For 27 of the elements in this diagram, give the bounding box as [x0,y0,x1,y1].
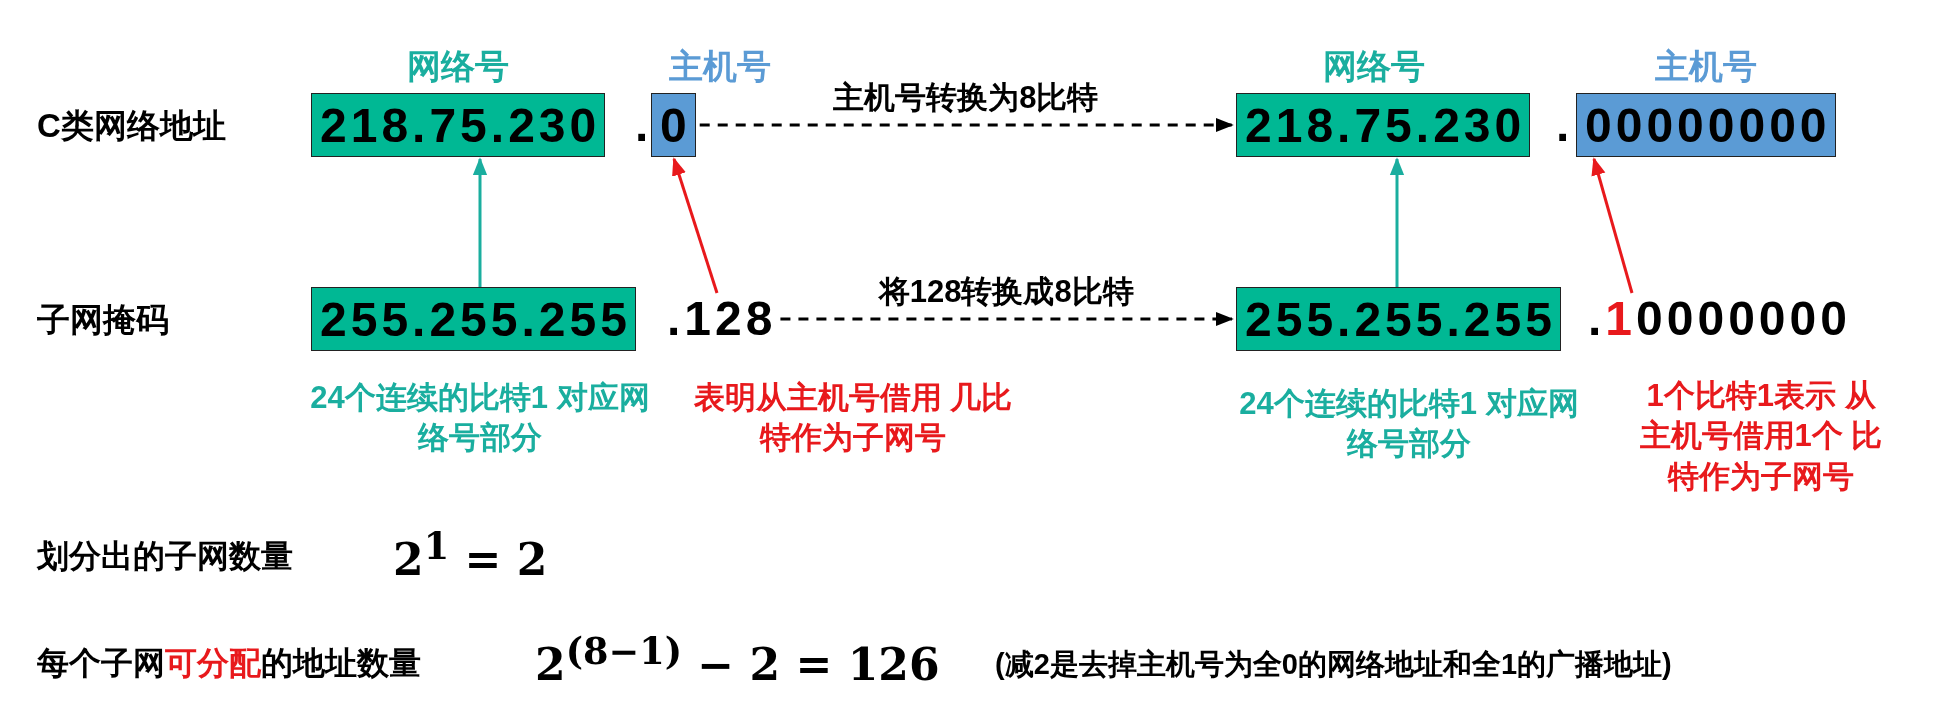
arrow [1591,157,1634,294]
annotation-text: 24个连续的比特1 对应网络号部分 [310,379,650,458]
field-header: 网络号 [1323,46,1426,86]
dot-separator: . [1556,97,1570,153]
formula-label: 划分出的子网数量 [37,537,293,576]
number-text: .10000000 [1588,287,1851,351]
row-label: C类网络地址 [37,106,226,146]
address-segment-box: 255.255.255 [1236,287,1561,351]
arrow [780,311,1234,327]
arrow [699,117,1234,133]
arrow [1389,157,1405,287]
number-text: .128 [667,287,777,351]
dot-separator: . [635,97,649,153]
annotation-text: 表明从主机号借用 几比特作为子网号 [692,379,1014,458]
address-segment-box: 255.255.255 [311,287,636,351]
arrow [472,157,488,287]
annotation-text: 1个比特1表示 从主机号借用1个 比特作为子网号 [1638,377,1884,496]
formula: 2$^{1}$ = 2 [393,525,548,585]
note-text: (减2是去掉主机号为全0的网络地址和全1的广播地址) [995,647,1672,682]
arrow [672,157,719,294]
row-label: 子网掩码 [37,300,169,340]
annotation-text: 24个连续的比特1 对应网络号部分 [1239,385,1579,464]
formula-label: 每个子网可分配的地址数量 [37,644,421,683]
formula: 2$^{(8−1)}$ − 2 = 126 [535,630,940,690]
field-header: 主机号 [669,46,772,86]
field-header: 主机号 [1654,46,1757,86]
field-header: 网络号 [407,46,510,86]
